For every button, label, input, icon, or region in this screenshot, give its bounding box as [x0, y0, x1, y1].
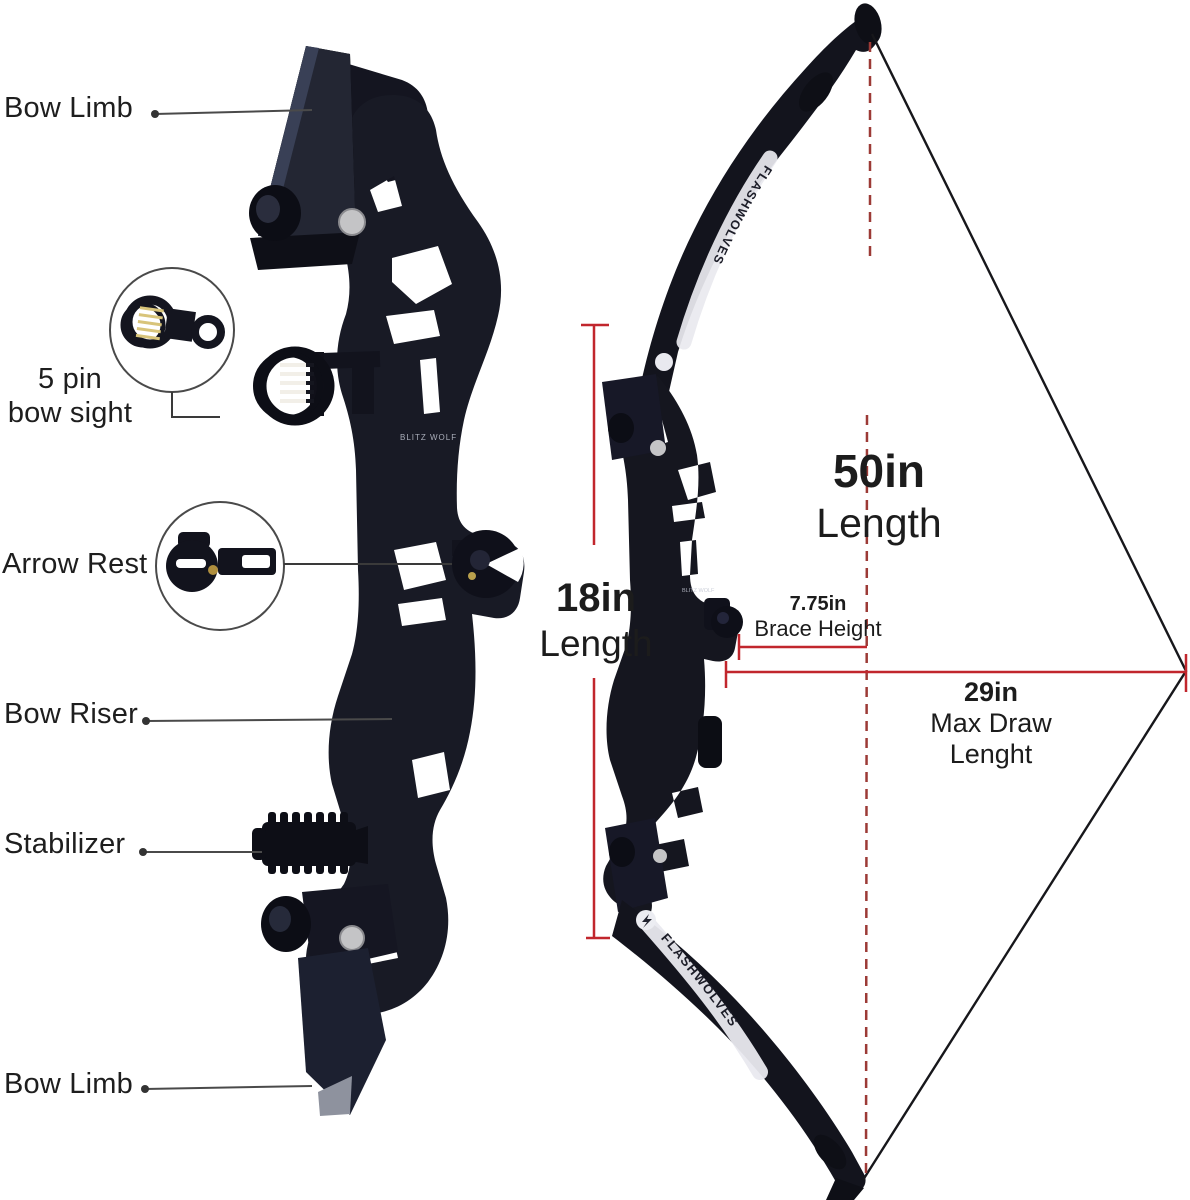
leader-lines — [143, 109, 393, 1090]
label-arrow-rest: Arrow Rest — [2, 548, 148, 580]
measure-draw-length: 29in Max Draw Lenght — [891, 677, 1091, 770]
label-stabilizer: Stabilizer — [4, 828, 126, 860]
measure-riser-length: 18in Length — [496, 576, 696, 665]
measure-brace-height: 7.75in Brace Height — [718, 593, 918, 642]
draw-length-label: Max Draw Lenght — [930, 708, 1052, 769]
label-bow-limb-top: Bow Limb — [4, 92, 133, 124]
rest-on-riser — [452, 530, 524, 598]
label-bow-sight-line1: 5 pin — [38, 363, 102, 395]
brace-height-label: Brace Height — [754, 616, 882, 641]
brace-height-measure-line — [737, 634, 867, 660]
riser-length-measure-line — [581, 323, 610, 940]
arrow-rest-inset-circle — [155, 501, 452, 631]
riser-marking-text: BLITZ WOLF — [400, 433, 457, 442]
riser-length-label: Length — [539, 623, 653, 664]
brace-height-value: 7.75in — [789, 593, 847, 615]
sight-inset-circle — [109, 267, 235, 418]
bottom-limb-closeup — [261, 884, 398, 1116]
label-bow-sight-line2: bow sight — [7, 397, 133, 430]
draw-length-measure-line — [724, 654, 1188, 692]
measure-bow-length: 50in Length — [779, 444, 979, 547]
stabilizer-shape — [252, 812, 368, 874]
top-limb-closeup — [249, 46, 360, 270]
bow-length-value: 50in — [832, 445, 926, 497]
riser-button — [338, 208, 366, 236]
riser-length-value: 18in — [555, 576, 637, 620]
label-bow-riser: Bow Riser — [4, 698, 138, 730]
leader-dots — [139, 110, 159, 1093]
riser-closeup-photo: BLITZ WOLF — [249, 46, 525, 1116]
sight-on-riser — [253, 346, 381, 426]
riser-marking-text-small: BLITZ WOLF — [682, 588, 715, 594]
bow-length-label: Length — [816, 500, 942, 546]
label-bow-limb-bottom: Bow Limb — [4, 1068, 133, 1100]
draw-length-value: 29in — [963, 677, 1019, 707]
bow-axis-dashed-line — [864, 42, 872, 1179]
label-bow-sight: 5 pin bow sight — [0, 362, 140, 430]
